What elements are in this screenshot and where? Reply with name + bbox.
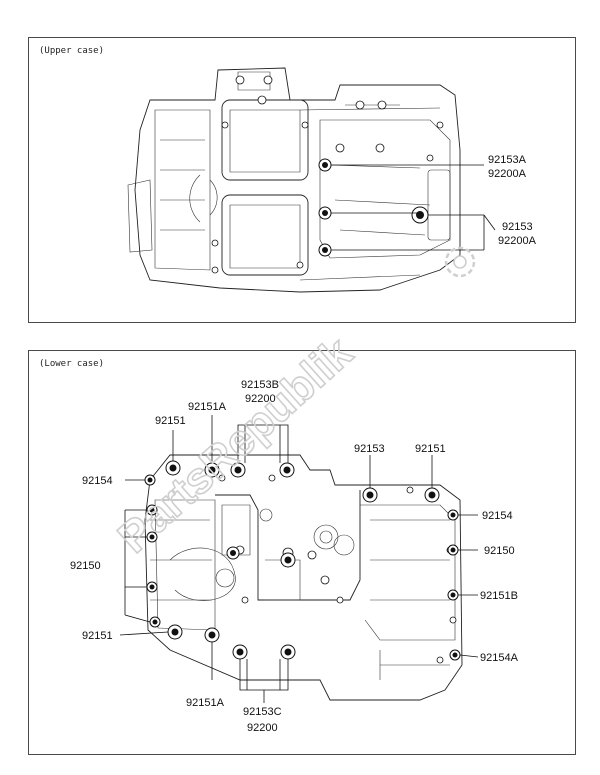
label-92154-right: 92154 [482,510,513,522]
label-92153-lower: 92153 [354,443,385,455]
watermark: PartsRepublik [108,246,476,563]
lower-leaders [119,415,479,703]
label-92200A-upper-2: 92200A [498,235,537,247]
label-92153-upper: 92153 [502,221,533,233]
upper-case-drawing [127,67,461,293]
upper-leaders [331,164,496,251]
label-92200-bottom: 92200 [247,722,278,734]
label-92151-left: 92151 [82,630,113,642]
label-92151-topleft: 92151 [155,415,186,427]
label-92200-top: 92200 [245,393,276,405]
label-92153B: 92153B [241,379,279,391]
label-92151-topright: 92151 [415,443,446,455]
label-92151A-top: 92151A [188,401,227,413]
lower-case-panel: (Lower case) [28,350,576,755]
label-92200A-upper-1: 92200A [488,168,527,180]
label-92151B: 92151B [480,590,518,602]
label-92154A: 92154A [480,652,519,664]
label-92154-left: 92154 [82,475,113,487]
label-92150-left: 92150 [70,560,101,572]
watermark-text: PartsRepublik [109,328,362,563]
label-92150-right: 92150 [484,545,515,557]
lower-case-title: (Lower case) [39,359,105,369]
label-92151A-bottom: 92151A [186,697,225,709]
label-92153C: 92153C [243,706,282,718]
label-92153A: 92153A [488,154,527,166]
upper-case-title: (Upper case) [39,46,105,56]
gear-icon [444,246,476,278]
